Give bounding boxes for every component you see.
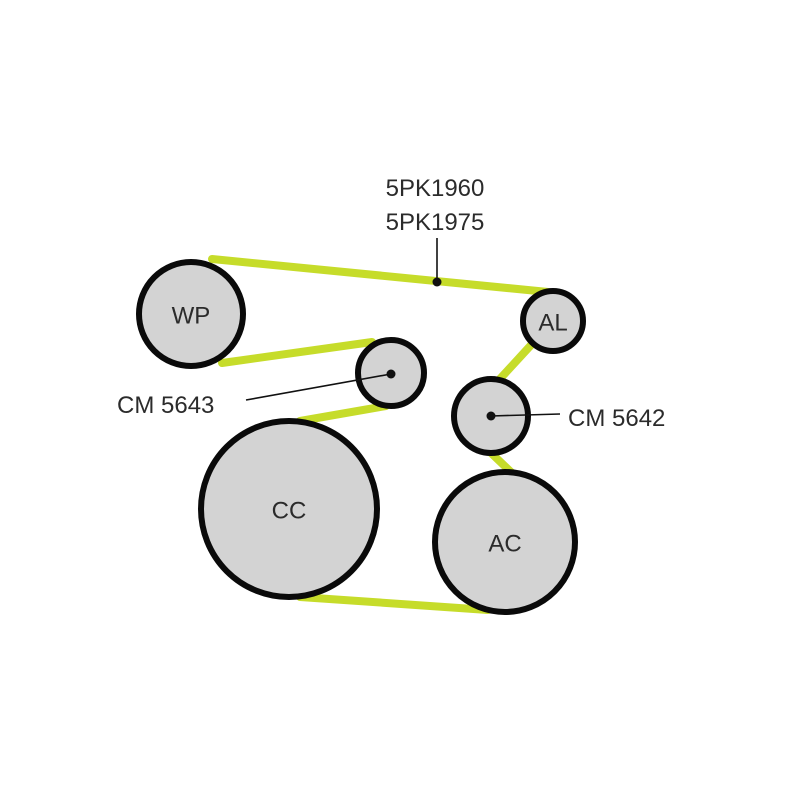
belt-segment-wp-al (208, 255, 552, 296)
belt (208, 255, 552, 614)
leader-dot (432, 277, 442, 287)
pulley-cc: CC (198, 418, 380, 600)
cm5642-callout: CM 5642 (486, 405, 665, 432)
cm5643-callout: CM 5643 (117, 369, 396, 419)
pulley-label-wp: WP (172, 303, 211, 330)
leader-line (490, 413, 561, 417)
pulley-label-al: AL (538, 310, 567, 337)
belt-callout: 5PK1960 5PK1975 (386, 175, 485, 287)
belt-part-number-1: 5PK1960 (386, 175, 485, 202)
belt-segment-ac-cc (296, 593, 492, 614)
pulley-al: AL (520, 288, 586, 354)
belt-segment-al-cm5642 (494, 340, 536, 385)
belt-segment-cm5643-wp (218, 338, 376, 367)
pulley-ac: AC (432, 469, 578, 615)
cm5643-label: CM 5643 (117, 392, 214, 419)
cm5642-label: CM 5642 (568, 405, 665, 432)
belt-segment-cc-cm5643 (296, 402, 390, 425)
leader-line (245, 373, 392, 401)
belt-part-number-2: 5PK1975 (386, 209, 485, 236)
pulley-label-ac: AC (488, 531, 521, 558)
leader-dot (386, 369, 396, 379)
leader-dot (486, 411, 496, 421)
pulley-label-cc: CC (272, 498, 307, 525)
pulley-wp: WP (136, 259, 246, 369)
